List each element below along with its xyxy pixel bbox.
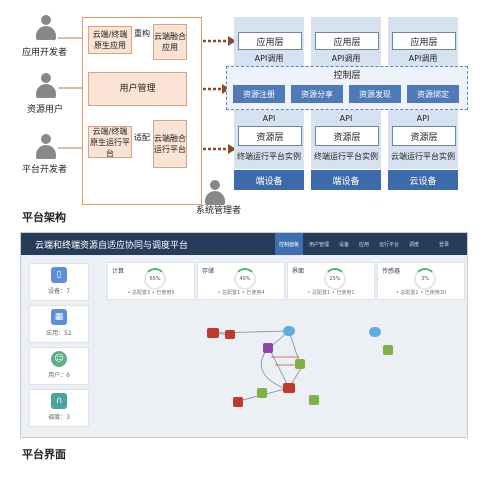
device-box: 端设备 — [234, 170, 304, 190]
graph-node — [207, 328, 219, 338]
device-box: 云设备 — [388, 170, 458, 190]
resource-card-interface[interactable]: 界面 25% • 总配置1 • 已使用1 — [287, 262, 375, 300]
actor-label: 应用开发者 — [22, 48, 68, 58]
usage-gauge: 65% — [144, 268, 166, 290]
resource-discover-box: 资源发现 — [349, 85, 401, 103]
adapt-label: 适配 — [134, 133, 150, 142]
sidebar-card-label: 设备：7 — [48, 288, 70, 295]
graph-node — [225, 330, 235, 339]
user-management-box: 用户管理 — [88, 72, 187, 106]
graph-node — [283, 383, 295, 393]
card-subtext: • 总配置1 • 已使用30 — [395, 290, 447, 296]
runtime-instance-label: 终端运行平台实例 — [237, 152, 301, 161]
nav-control-panel[interactable]: 控制面板 — [275, 233, 303, 255]
sidebar-card-schedule[interactable]: ∩ 调度：3 — [29, 389, 89, 427]
actor-label: 系统管理者 — [196, 206, 242, 216]
api-call-label: API调用 — [254, 54, 284, 63]
architecture-section-title: 平台架构 — [22, 211, 66, 224]
resource-register-box: 资源注册 — [233, 85, 285, 103]
native-platform-box: 云端/终端原生运行平台 — [88, 126, 132, 158]
card-title: 存储 — [202, 268, 215, 275]
card-title: 计算 — [112, 268, 125, 275]
actor-label: 平台开发者 — [22, 165, 68, 175]
nav-apps[interactable]: 应用 — [358, 241, 369, 248]
fusion-platform-box: 云端融合运行平台 — [153, 120, 187, 168]
api-call-label: API调用 — [408, 54, 438, 63]
graph-node — [369, 327, 381, 337]
card-title: 传感器 — [382, 268, 401, 275]
control-layer-title: 控制层 — [333, 71, 361, 81]
user-icon — [35, 134, 57, 160]
resource-layer: 资源层 — [392, 126, 456, 146]
fusion-app-box: 云端融合应用 — [153, 24, 187, 60]
graph-node — [233, 397, 243, 407]
resource-layer: 资源层 — [315, 126, 379, 146]
usage-gauge: 3% — [414, 268, 436, 290]
nav-schedule[interactable]: 调度 — [408, 241, 419, 248]
platform-screenshot: 云端和终端资源自适应协同与调度平台 控制面板 用户管理 设备 应用 运行平台 调… — [20, 232, 468, 438]
resource-share-box: 资源分享 — [291, 85, 343, 103]
device-icon: ▯ — [51, 267, 67, 283]
sidebar-card-label: 调度：3 — [48, 414, 70, 421]
user-icon — [204, 180, 226, 206]
runtime-instance-label: 云端运行平台实例 — [391, 152, 455, 161]
card-subtext: • 总配置1 • 已使用1 — [307, 290, 355, 296]
app-layer: 应用层 — [392, 32, 456, 50]
resource-card-compute[interactable]: 计算 65% • 总配置3 • 已使用5 — [107, 262, 195, 300]
top-navbar: 云端和终端资源自适应协同与调度平台 控制面板 用户管理 设备 应用 运行平台 调… — [21, 233, 467, 255]
graph-node — [383, 345, 393, 355]
user-icon: ☺ — [51, 351, 67, 367]
refactor-label: 重构 — [134, 29, 150, 38]
interface-section-title: 平台界面 — [22, 448, 66, 461]
control-layer: 控制层 资源注册 资源分享 资源发现 资源绑定 — [226, 66, 468, 110]
runtime-instance-label: 终端运行平台实例 — [314, 152, 378, 161]
nav-login[interactable]: 登录 — [438, 241, 449, 248]
native-app-box: 云端/终端原生应用 — [88, 26, 132, 54]
sidebar-card-devices[interactable]: ▯ 设备：7 — [29, 263, 89, 301]
schedule-icon: ∩ — [51, 393, 67, 409]
card-title: 界面 — [292, 268, 305, 275]
graph-node — [283, 326, 295, 336]
graph-node — [295, 359, 305, 369]
nav-runtime-platform[interactable]: 运行平台 — [378, 241, 399, 248]
actor-label: 资源用户 — [27, 105, 64, 115]
resource-layer: 资源层 — [238, 126, 302, 146]
api-label: API — [262, 114, 276, 123]
graph-node — [263, 343, 273, 353]
resource-bind-box: 资源绑定 — [407, 85, 459, 103]
user-icon — [35, 15, 57, 41]
nav-devices[interactable]: 设备 — [338, 241, 349, 248]
resource-card-storage[interactable]: 存储 40% • 总配置1 • 已使用4 — [197, 262, 285, 300]
api-call-label: API调用 — [331, 54, 361, 63]
card-subtext: • 总配置1 • 已使用4 — [217, 290, 265, 296]
usage-gauge: 25% — [324, 268, 346, 290]
api-label: API — [416, 114, 430, 123]
app-layer: 应用层 — [315, 32, 379, 50]
nav-user-management[interactable]: 用户管理 — [308, 241, 329, 248]
app-title: 云端和终端资源自适应协同与调度平台 — [35, 241, 189, 251]
sidebar-card-users[interactable]: ☺ 用户：6 — [29, 347, 89, 385]
graph-node — [309, 395, 319, 405]
topology-graph — [207, 326, 393, 407]
resource-card-sensor[interactable]: 传感器 3% • 总配置1 • 已使用30 — [377, 262, 465, 300]
sidebar-card-apps[interactable]: ▦ 应用：52 — [29, 305, 89, 343]
grid-icon: ▦ — [51, 309, 67, 325]
usage-gauge: 40% — [234, 268, 256, 290]
device-box: 端设备 — [311, 170, 381, 190]
sidebar-card-label: 用户：6 — [48, 372, 70, 379]
api-label: API — [339, 114, 353, 123]
graph-node — [257, 388, 267, 398]
app-layer: 应用层 — [238, 32, 302, 50]
card-subtext: • 总配置3 • 已使用5 — [127, 290, 175, 296]
sidebar-card-label: 应用：52 — [46, 330, 72, 337]
user-icon — [35, 73, 57, 99]
